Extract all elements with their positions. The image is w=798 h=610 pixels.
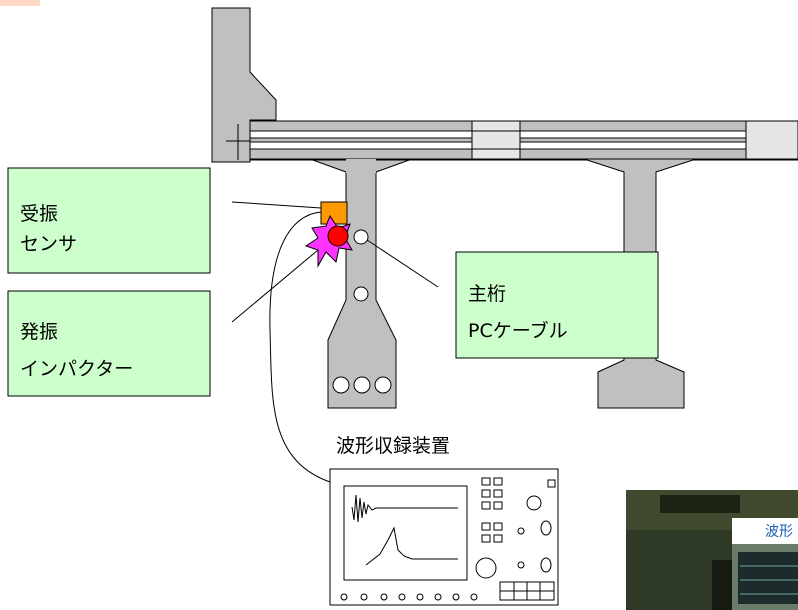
impactor-label-box	[7, 290, 211, 397]
pc-cable-hole	[353, 286, 369, 302]
deck-slab	[249, 120, 798, 160]
signal-cable	[269, 211, 331, 483]
photo-caption: 波形	[765, 524, 793, 540]
receiver-label-box	[7, 167, 211, 274]
deck-duct-lower	[249, 141, 798, 150]
corner-mark	[0, 0, 40, 6]
pc-cable-hole	[332, 376, 350, 394]
impactor-label-line2: インパクター	[20, 358, 133, 380]
girder-label-line2: PCケーブル	[468, 319, 568, 342]
pc-cable-hole	[353, 376, 371, 394]
field-photo: 波形	[626, 490, 798, 610]
abutment	[211, 7, 277, 163]
recorder-title: 波形収録装置	[336, 435, 450, 457]
girder-label-box	[455, 251, 659, 359]
waveform-trace-decay	[351, 494, 458, 523]
pc-cable-hole	[374, 376, 392, 394]
impactor-label-line1: 発振	[20, 321, 58, 343]
receiver-label-line2: センサ	[20, 233, 77, 255]
waveform-trace-spectrum	[365, 526, 458, 566]
recorder-screen	[343, 485, 468, 581]
deck-duct-upper	[249, 130, 798, 139]
waveform-recorder	[329, 468, 559, 606]
pc-cable-hole	[353, 229, 369, 245]
receiver-sensor	[320, 201, 348, 225]
impactor-core	[327, 225, 349, 247]
receiver-label-line1: 受振	[20, 203, 58, 225]
girder-label-line1: 主桁	[468, 283, 506, 305]
